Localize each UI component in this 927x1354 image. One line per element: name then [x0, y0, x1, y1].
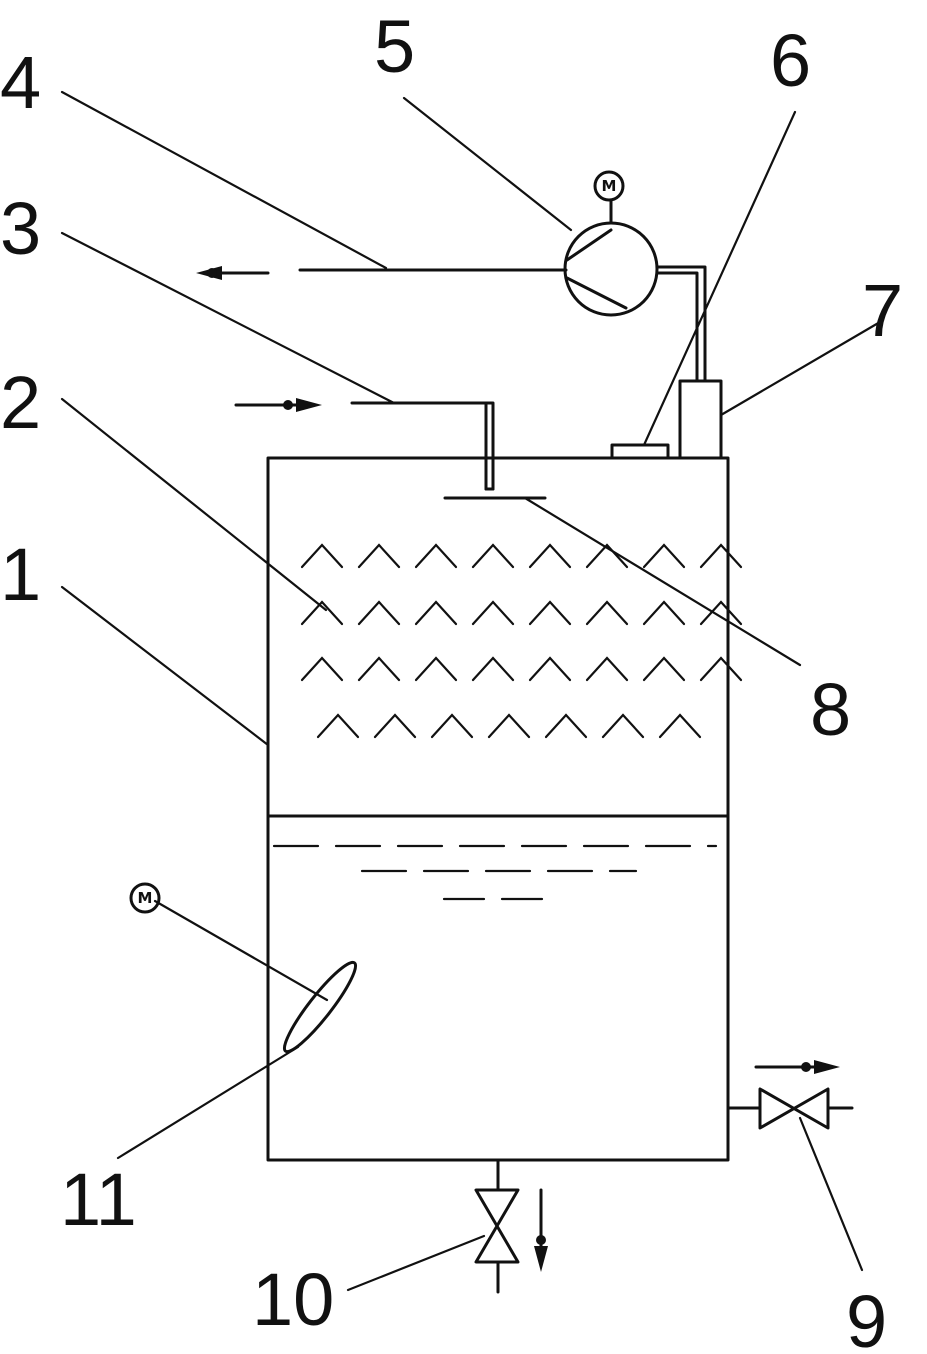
- label-4: 4: [0, 41, 41, 124]
- packing-chevron: [414, 656, 458, 682]
- motor-icon: M: [593, 170, 625, 202]
- packing-chevron: [585, 543, 629, 569]
- packing-chevron: [528, 656, 572, 682]
- packing-chevron: [642, 600, 686, 626]
- label-1: 1: [0, 533, 41, 616]
- side-drain: [726, 1087, 854, 1130]
- liquid-surface: [272, 844, 718, 901]
- packing-chevron: [471, 543, 515, 569]
- flow-arrow-icon: [234, 398, 322, 412]
- pump-icon: [563, 199, 659, 317]
- label-9: 9: [846, 1280, 887, 1354]
- packing-chevron: [699, 543, 743, 569]
- packing-chevron: [357, 656, 401, 682]
- label-6: 6: [770, 19, 811, 102]
- packing-chevron: [357, 600, 401, 626]
- label-7: 7: [862, 269, 903, 352]
- packing-chevron: [544, 713, 588, 739]
- number-labels: 1 2 3 4 5 6 7 8 9 10 11: [0, 5, 903, 1354]
- packing-chevron: [300, 600, 344, 626]
- packing-chevron: [642, 656, 686, 682]
- label-8: 8: [810, 668, 851, 751]
- packing-chevron: [585, 600, 629, 626]
- flow-arrow-icon: [534, 1188, 548, 1272]
- packing-chevron: [487, 713, 531, 739]
- packing-chevron: [528, 600, 572, 626]
- packing-chevron: [699, 656, 743, 682]
- packing-chevron: [300, 656, 344, 682]
- label-3: 3: [0, 187, 41, 270]
- packing-chevron: [699, 600, 743, 626]
- label-5: 5: [374, 5, 415, 88]
- flow-arrow-icon: [754, 1060, 840, 1074]
- packing-chevron: [357, 543, 401, 569]
- packing-chevron: [300, 543, 344, 569]
- packing-chevron: [471, 656, 515, 682]
- inlet-pipe: [350, 401, 547, 500]
- packing-chevron: [585, 656, 629, 682]
- agitator-icon: [153, 899, 358, 1054]
- motor-icon: M: [129, 882, 161, 914]
- packing-chevron: [430, 713, 474, 739]
- label-11: 11: [60, 1158, 137, 1241]
- packing-chevron: [658, 713, 702, 739]
- leader-lines: [60, 90, 882, 1292]
- packing-chevron: [601, 713, 645, 739]
- outlet-pipe: [196, 266, 568, 280]
- bottom-drain: [474, 1158, 520, 1294]
- packing-chevron: [471, 600, 515, 626]
- gas-outlet-column: [655, 265, 723, 460]
- packing-chevron: [316, 713, 360, 739]
- label-2: 2: [0, 361, 41, 444]
- top-lid: [610, 443, 670, 460]
- packing-layer: [300, 543, 743, 739]
- packing-chevron: [642, 543, 686, 569]
- packing-chevron: [414, 543, 458, 569]
- packing-chevron: [414, 600, 458, 626]
- packing-chevron: [373, 713, 417, 739]
- packing-chevron: [528, 543, 572, 569]
- motor-symbol-top: M: [602, 177, 617, 195]
- motor-symbol-agitator: M: [138, 889, 153, 907]
- label-10: 10: [252, 1258, 334, 1341]
- tank-body: [266, 456, 730, 1162]
